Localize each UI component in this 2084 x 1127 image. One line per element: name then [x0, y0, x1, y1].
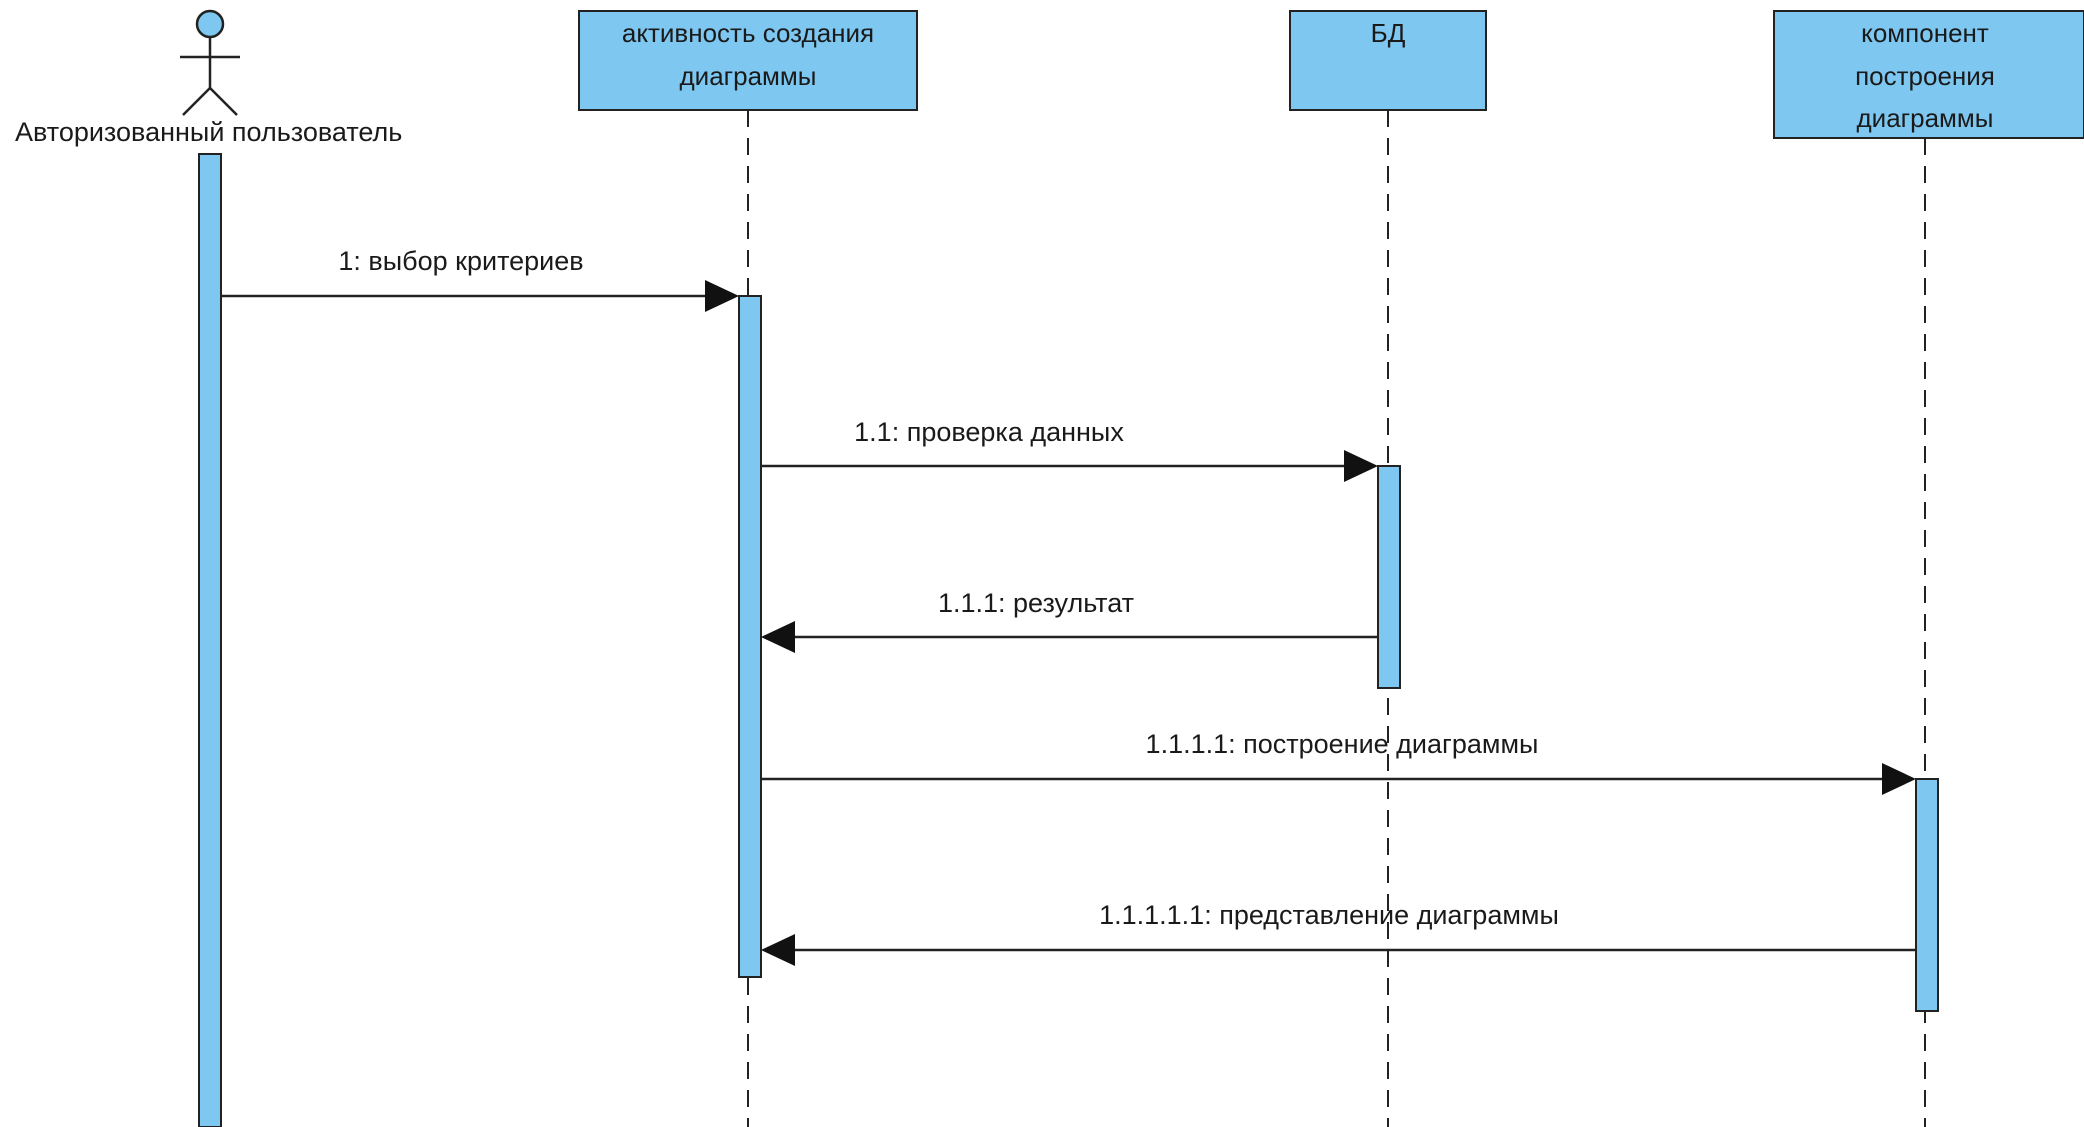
lifeline-box-builder — [1773, 10, 2084, 139]
message-3-arrowhead-icon — [761, 621, 795, 653]
lifeline-builder-line1: компонент — [1861, 18, 1989, 48]
lifeline-db: БД — [1289, 10, 1487, 1127]
message-3: 1.1.1: результат — [761, 588, 1378, 653]
message-1-arrowhead-icon — [705, 280, 739, 312]
message-5-arrowhead-icon — [761, 934, 795, 966]
lifeline-box-db — [1289, 10, 1487, 111]
lifeline-activity-line1: активность создания — [622, 18, 874, 48]
activation-bar-builder — [1915, 778, 1939, 1012]
lifeline-box-activity — [578, 10, 918, 111]
lifeline-activity: активность создания диаграммы — [578, 10, 918, 1127]
lifeline-activity-line2: диаграммы — [680, 61, 817, 91]
message-2-arrowhead-icon — [1344, 450, 1378, 482]
activation-bar-activity — [738, 295, 762, 978]
message-1: 1: выбор критериев — [221, 246, 739, 312]
message-4: 1.1.1.1: построение диаграммы — [761, 729, 1916, 795]
message-5: 1.1.1.1.1: представление диаграммы — [761, 900, 1916, 966]
lifeline-builder-line3: диаграммы — [1857, 103, 1994, 133]
actor-label: Авторизованный пользователь — [15, 117, 402, 147]
lifeline-builder-line2: построения — [1855, 61, 1995, 91]
message-4-label: 1.1.1.1: построение диаграммы — [1146, 729, 1539, 759]
message-2: 1.1: проверка данных — [761, 417, 1378, 482]
actor-activation-bar — [198, 153, 222, 1127]
message-1-label: 1: выбор критериев — [338, 246, 583, 276]
activation-bar-db — [1377, 465, 1401, 689]
message-2-label: 1.1: проверка данных — [854, 417, 1124, 447]
message-4-arrowhead-icon — [1882, 763, 1916, 795]
message-5-label: 1.1.1.1.1: представление диаграммы — [1099, 900, 1559, 930]
lifeline-builder: компонент построения диаграммы — [1773, 10, 2084, 1127]
message-3-label: 1.1.1: результат — [938, 588, 1134, 618]
actor-stick-figure-icon — [180, 9, 240, 116]
actor-user: Авторизованный пользователь — [15, 9, 402, 147]
lifeline-db-line1: БД — [1371, 18, 1406, 48]
